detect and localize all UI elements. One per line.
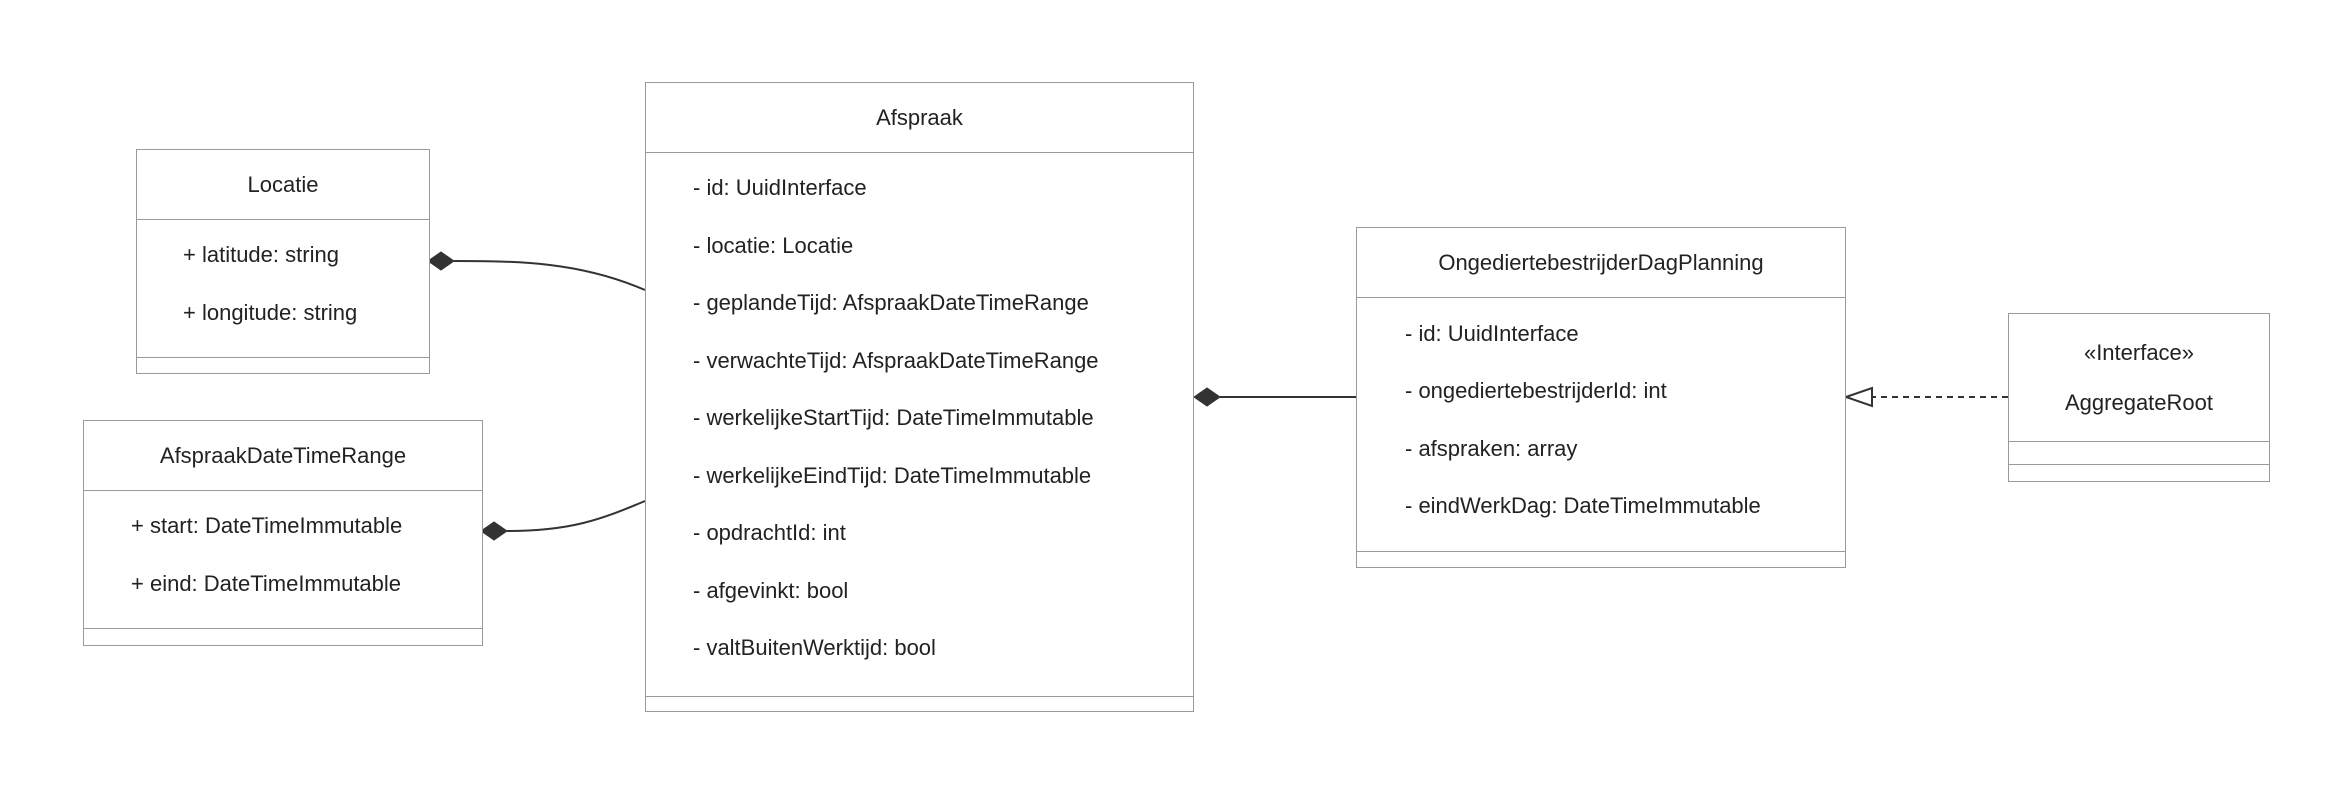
attribute: + start: DateTimeImmutable <box>131 513 403 538</box>
class-name: Locatie <box>247 171 319 197</box>
class-name: AggregateRoot <box>2065 389 2213 415</box>
attribute: - id: UuidInterface <box>693 175 867 200</box>
composition-line-locatie-afspraak <box>453 260 646 291</box>
class-attributes: - id: UuidInterface - ongediertebestrijd… <box>1357 298 1845 552</box>
attribute: - geplandeTijd: AfspraakDateTimeRange <box>693 290 1089 315</box>
class-attributes <box>2009 442 2269 465</box>
class-header: AfspraakDateTimeRange <box>84 421 482 491</box>
attribute: - opdrachtId: int <box>693 520 846 545</box>
class-attributes: + latitude: string + longitude: string <box>137 220 429 358</box>
attribute: + latitude: string <box>183 242 339 267</box>
stereotype-label: «Interface» <box>2083 339 2195 365</box>
attribute: + longitude: string <box>183 300 358 325</box>
attribute: - werkelijkeStartTijd: DateTimeImmutable <box>693 405 1094 430</box>
class-ongediertebestrijder-dag-planning: OngediertebestrijderDagPlanning - id: Uu… <box>1356 227 1846 568</box>
attribute: - afspraken: array <box>1405 436 1578 461</box>
class-attributes: - id: UuidInterface - locatie: Locatie -… <box>646 153 1193 697</box>
attribute: - ongediertebestrijderId: int <box>1405 378 1667 403</box>
class-afspraak-date-time-range: AfspraakDateTimeRange + start: DateTimeI… <box>83 420 483 646</box>
class-afspraak: Afspraak - id: UuidInterface - locatie: … <box>645 82 1194 712</box>
realization-arrowhead <box>1842 386 1873 408</box>
class-name: AfspraakDateTimeRange <box>159 442 407 468</box>
class-name: Afspraak <box>876 104 963 130</box>
composition-diamond-afspraak <box>1193 387 1221 407</box>
attribute: - werkelijkeEindTijd: DateTimeImmutable <box>693 463 1092 488</box>
class-header: OngediertebestrijderDagPlanning <box>1357 228 1845 298</box>
attribute: - valtBuitenWerktijd: bool <box>693 635 936 660</box>
class-locatie: Locatie + latitude: string + longitude: … <box>136 149 430 374</box>
class-header: «Interface» AggregateRoot <box>2009 314 2269 442</box>
class-header: Locatie <box>137 150 429 220</box>
attribute: + eind: DateTimeImmutable <box>131 571 402 596</box>
attribute: - id: UuidInterface <box>1405 321 1579 346</box>
attribute: - locatie: Locatie <box>693 233 854 258</box>
class-attributes: + start: DateTimeImmutable + eind: DateT… <box>84 491 482 629</box>
attribute: - verwachteTijd: AfspraakDateTimeRange <box>693 348 1099 373</box>
attribute: - afgevinkt: bool <box>693 578 849 603</box>
class-header: Afspraak <box>646 83 1193 153</box>
attribute: - eindWerkDag: DateTimeImmutable <box>1405 493 1761 518</box>
composition-diamond-locatie <box>427 251 455 271</box>
class-name: OngediertebestrijderDagPlanning <box>1438 249 1764 275</box>
composition-diamond-range <box>480 521 508 541</box>
composition-line-range-afspraak <box>506 500 646 532</box>
interface-aggregate-root: «Interface» AggregateRoot <box>2008 313 2270 482</box>
